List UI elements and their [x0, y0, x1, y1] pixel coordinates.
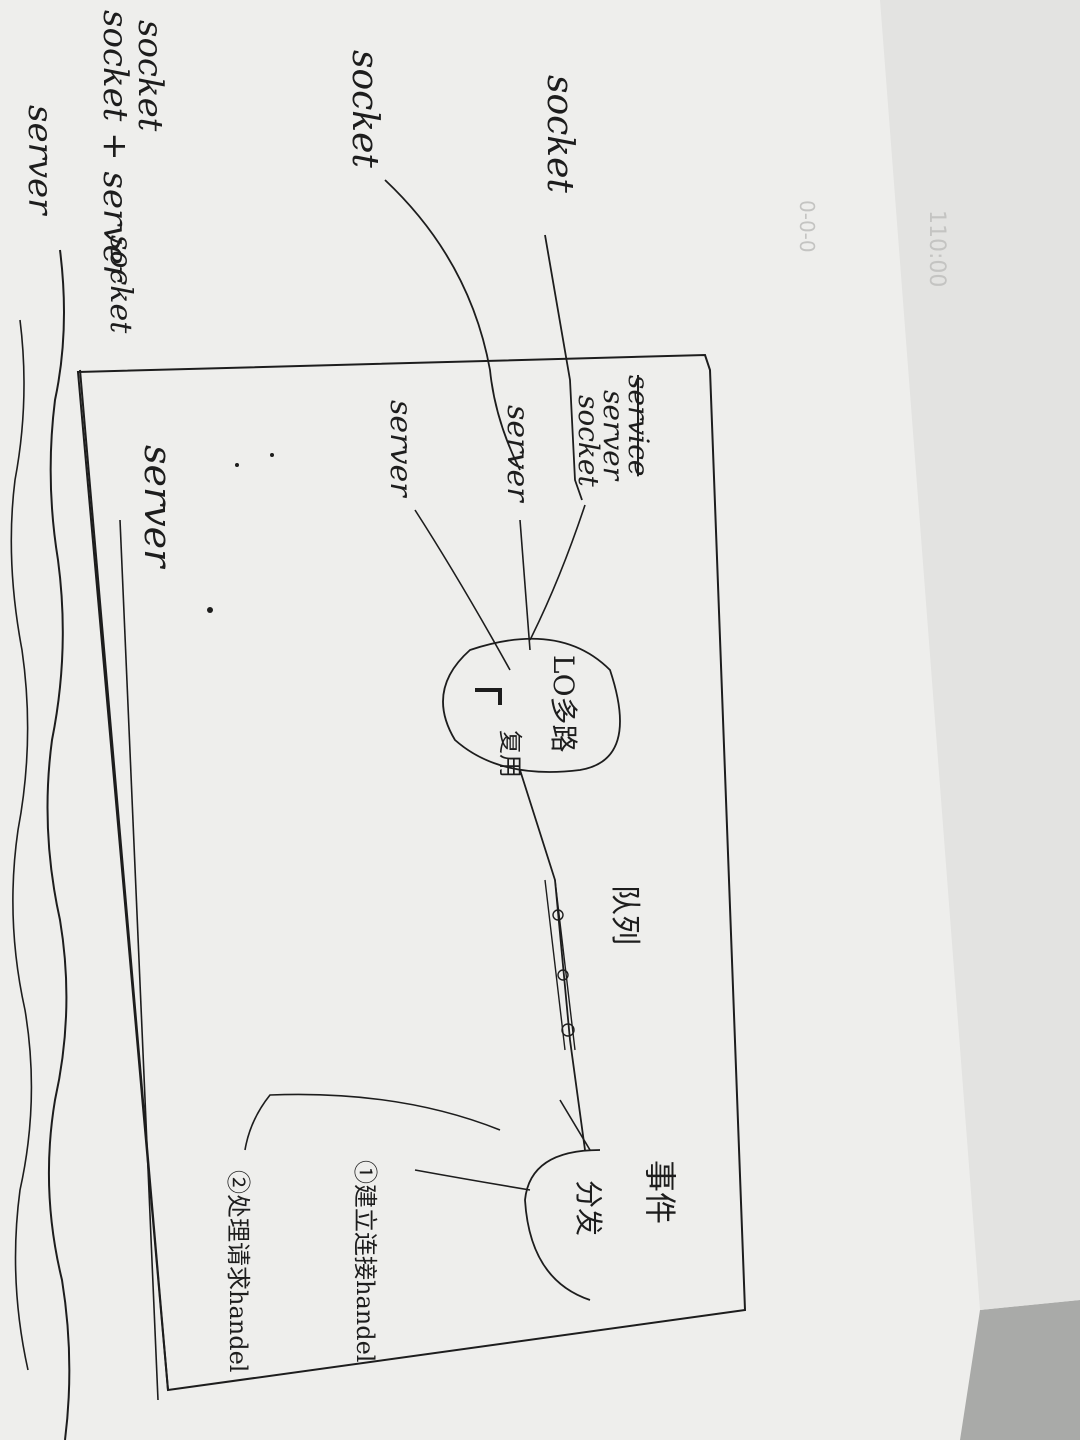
handler-line-1	[414, 1169, 531, 1191]
dispatcher-sublabel: 分发	[572, 1180, 605, 1237]
dot-mark-2	[235, 463, 239, 467]
dot-mark-3	[270, 453, 274, 457]
input-socket-upper: socket	[539, 75, 580, 193]
faint-mark-2: 0-0-0	[795, 200, 819, 253]
queue-item-2	[557, 969, 569, 981]
bubble-scribble	[475, 688, 502, 705]
io-multiplexing-bubble	[442, 637, 621, 773]
margin-rule-line	[119, 519, 159, 1401]
socket-line-lower	[384, 179, 521, 471]
label-server-lower: server	[383, 400, 418, 497]
margin-text-3: server	[20, 105, 60, 215]
handler-note-2: ②处理请求handel	[224, 1170, 252, 1373]
dispatcher-arc	[524, 1149, 601, 1301]
label-socket-stacked: socket	[572, 395, 605, 487]
bubble-label: LO多路	[547, 655, 580, 753]
label-server-middle: server	[500, 405, 535, 502]
frame-left-edge	[79, 369, 169, 1391]
margin-text-1: socket	[130, 20, 170, 132]
wavy-line-2	[10, 319, 33, 1371]
queue-item-3	[561, 1023, 575, 1037]
label-server-big: server	[136, 445, 180, 568]
queue-line	[519, 769, 586, 1151]
handler-line-2	[244, 1093, 501, 1151]
queue-tube	[544, 879, 576, 1051]
socket-line-upper	[544, 234, 583, 501]
arrow-to-bubble-3	[414, 509, 511, 671]
arrow-to-bubble-1	[529, 504, 586, 641]
arrow-to-bubble-2	[519, 519, 531, 651]
handler-note-1: ①建立连接handel	[351, 1160, 379, 1363]
input-socket-lower: socket	[344, 50, 385, 168]
wavy-line-1	[46, 249, 71, 1440]
bubble-sublabel: 复用	[496, 730, 524, 778]
dot-mark-1	[207, 607, 213, 613]
faint-mark-1: 110:00	[924, 210, 949, 287]
paper-fold-shade	[880, 0, 1080, 1310]
dispatcher-arrow-in	[559, 1099, 591, 1151]
dispatcher-label: 事件	[641, 1160, 679, 1225]
queue-item-1	[552, 909, 564, 921]
margin-text-4: socket	[103, 235, 138, 334]
queue-label: 队列	[607, 885, 642, 945]
